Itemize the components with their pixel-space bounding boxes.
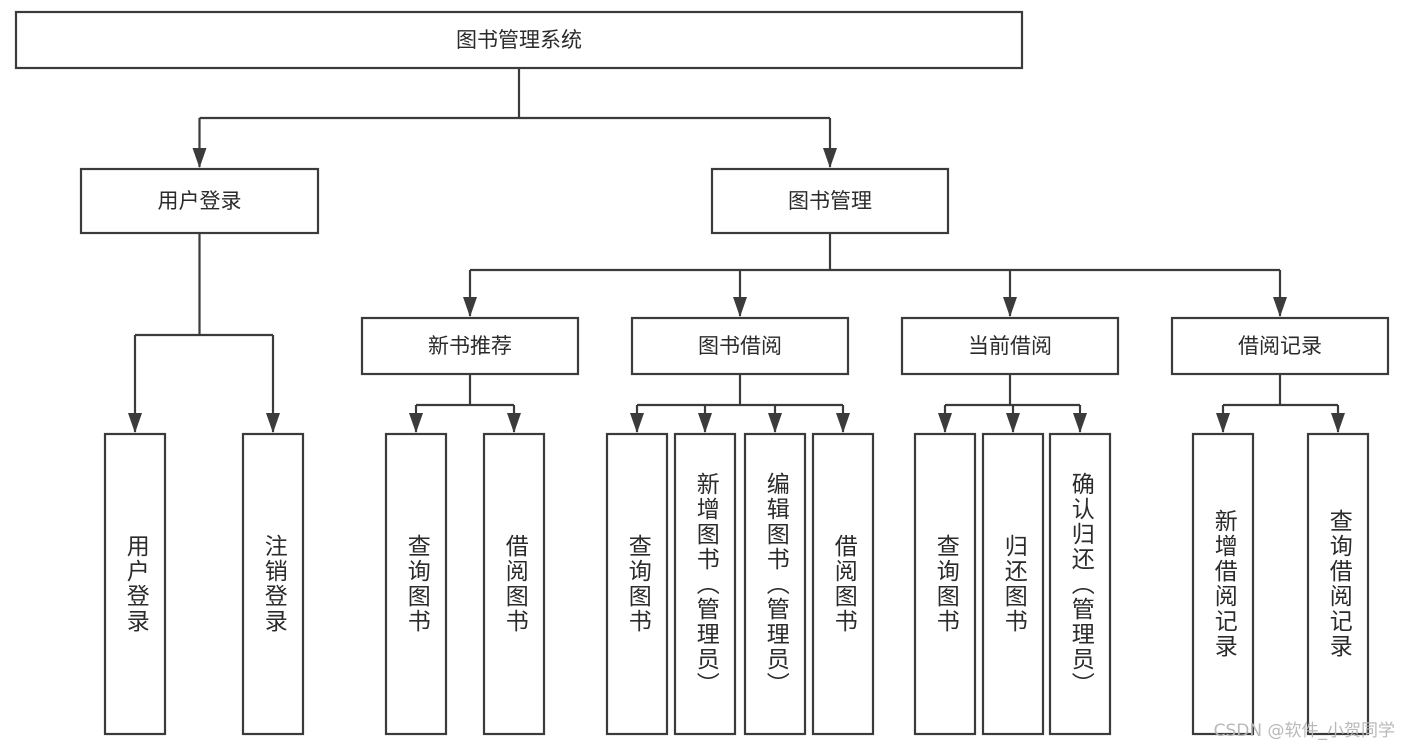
arrow-head-icon: [1073, 413, 1087, 433]
leaf-node-box-6[interactable]: [673, 432, 737, 736]
arrow-head-icon: [698, 413, 712, 433]
connectors-layer: [128, 68, 1345, 433]
arrow-head-icon: [463, 297, 477, 317]
level2-node-label-3: 当前借阅: [968, 334, 1052, 358]
arrow-head-icon: [1006, 413, 1020, 433]
arrow-head-icon: [266, 413, 280, 433]
level2-node-box-1[interactable]: [360, 316, 580, 376]
level2-node-label-4: 借阅记录: [1238, 334, 1322, 358]
arrow-head-icon: [836, 413, 850, 433]
arrow-head-icon: [733, 297, 747, 317]
arrow-head-icon: [938, 413, 952, 433]
root-node-label: 图书管理系统: [456, 28, 582, 52]
level1-node-box-1[interactable]: [79, 167, 320, 235]
arrow-head-icon: [1331, 413, 1345, 433]
arrow-head-icon: [409, 413, 423, 433]
root-node-box[interactable]: [14, 10, 1024, 70]
level2-node-label-2: 图书借阅: [698, 334, 782, 358]
arrow-head-icon: [823, 148, 837, 168]
leaf-node-box-13[interactable]: [1306, 432, 1370, 736]
leaf-node-box-8[interactable]: [811, 432, 875, 736]
level1-node-label-2: 图书管理: [788, 189, 872, 213]
level2-node-box-4[interactable]: [1170, 316, 1390, 376]
arrow-head-icon: [768, 413, 782, 433]
level1-node-label-1: 用户登录: [158, 189, 242, 213]
arrow-head-icon: [192, 148, 207, 168]
level2-node-label-1: 新书推荐: [428, 334, 512, 358]
leaf-node-box-1[interactable]: [103, 432, 167, 736]
leaf-node-box-5[interactable]: [605, 432, 669, 736]
leaf-node-box-7[interactable]: [743, 432, 807, 736]
arrow-head-icon: [1003, 297, 1017, 317]
leaf-node-box-2[interactable]: [241, 432, 305, 736]
leaf-node-box-9[interactable]: [913, 432, 977, 736]
leaf-node-box-11[interactable]: [1048, 432, 1112, 736]
leaf-node-box-3[interactable]: [384, 432, 448, 736]
leaf-node-box-10[interactable]: [981, 432, 1045, 736]
level2-node-box-3[interactable]: [900, 316, 1120, 376]
level1-node-box-2[interactable]: [710, 167, 950, 235]
watermark-text: CSDN @软件_小贺同学: [1213, 721, 1395, 741]
arrow-head-icon: [1273, 297, 1287, 317]
leaf-node-box-12[interactable]: [1191, 432, 1255, 736]
arrow-head-icon: [630, 413, 644, 433]
arrow-head-icon: [1216, 413, 1230, 433]
arrow-head-icon: [507, 413, 521, 433]
level2-node-box-2[interactable]: [630, 316, 850, 376]
leaf-node-box-4[interactable]: [482, 432, 546, 736]
arrow-head-icon: [128, 413, 142, 433]
